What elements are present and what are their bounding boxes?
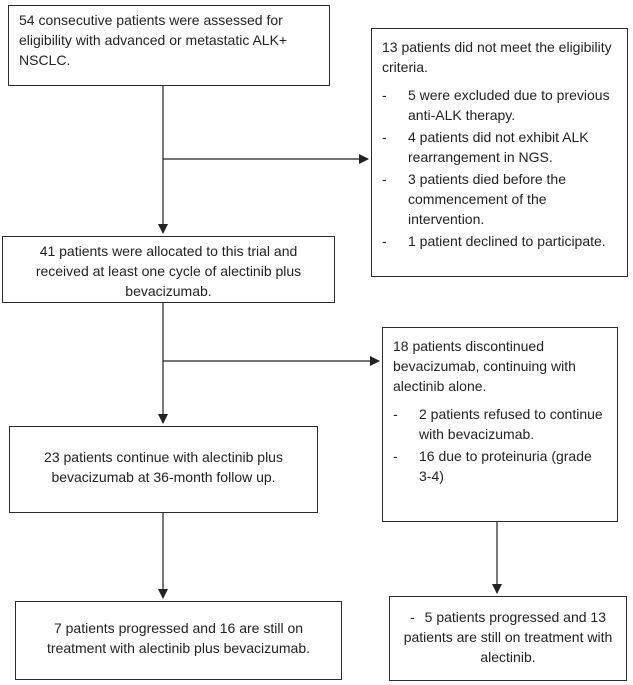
box-continue: 23 patients continue with alectinib plus…	[9, 426, 318, 513]
box-excluded-title: 13 patients did not meet the eligibility…	[382, 39, 612, 75]
box-allocated: 41 patients were allocated to this trial…	[2, 236, 335, 303]
box-allocated-text: 41 patients were allocated to this trial…	[35, 243, 302, 299]
discontinued-reason-item: -16 due to proteinuria (grade 3-4)	[393, 448, 592, 484]
excluded-reasons-list: -5 were excluded due to previous anti-AL…	[382, 85, 617, 251]
excluded-reason-item: -4 patients did not exhibit ALK rearrang…	[382, 129, 589, 165]
box-progressed-alone-text: -5 patients progressed and 13 patients a…	[403, 609, 613, 665]
excluded-reason-item: -5 were excluded due to previous anti-AL…	[382, 87, 610, 123]
box-progressed-combo: 7 patients progressed and 16 are still o…	[15, 601, 342, 680]
box-excluded: 13 patients did not meet the eligibility…	[371, 28, 628, 277]
box-discontinued-title: 18 patients discontinued bevacizumab, co…	[393, 338, 576, 394]
box-progressed-alone: -5 patients progressed and 13 patients a…	[389, 596, 627, 681]
box-discontinued: 18 patients discontinued bevacizumab, co…	[382, 327, 618, 522]
discontinued-reasons-list: -2 patients refused to continue with bev…	[393, 404, 607, 486]
box-progressed-combo-text: 7 patients progressed and 16 are still o…	[46, 620, 311, 656]
excluded-reason-item: -1 patient declined to participate.	[382, 233, 606, 249]
excluded-reason-item: -3 patients died before the commencement…	[382, 171, 567, 227]
box-assessed-text: 54 consecutive patients were assessed fo…	[19, 12, 288, 68]
box-continue-text: 23 patients continue with alectinib plus…	[44, 449, 283, 485]
discontinued-reason-item: -2 patients refused to continue with bev…	[393, 406, 603, 442]
box-assessed: 54 consecutive patients were assessed fo…	[8, 5, 330, 86]
